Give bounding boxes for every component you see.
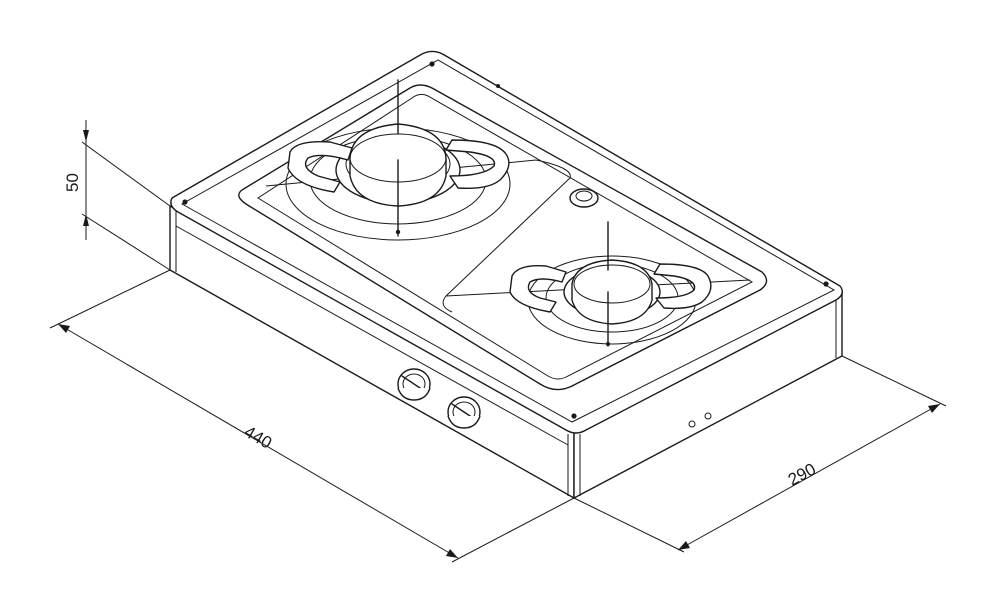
- control-knob-left: [397, 368, 431, 401]
- tray-outer: [238, 84, 768, 391]
- dimension-height-label: 50: [63, 173, 82, 192]
- burner-small: [509, 221, 712, 347]
- dimension-depth-label: 290: [785, 459, 819, 489]
- mounting-hole: [496, 84, 500, 88]
- dimension-height: 50: [63, 120, 171, 271]
- pan-support-right: [445, 139, 510, 190]
- mounting-hole: [571, 413, 577, 419]
- mounting-hole: [823, 281, 829, 287]
- pan-support-left: [287, 141, 353, 193]
- side-hole: [704, 412, 712, 420]
- control-knob-right: [447, 396, 481, 429]
- burner-large: [285, 79, 511, 241]
- mounting-hole: [182, 199, 188, 205]
- igniter: [569, 188, 599, 208]
- burner-small-cap: [571, 259, 653, 325]
- pan-support-left: [509, 265, 567, 313]
- pan-support-right: [653, 263, 712, 310]
- mounting-hole: [429, 61, 435, 67]
- side-hole: [688, 420, 696, 428]
